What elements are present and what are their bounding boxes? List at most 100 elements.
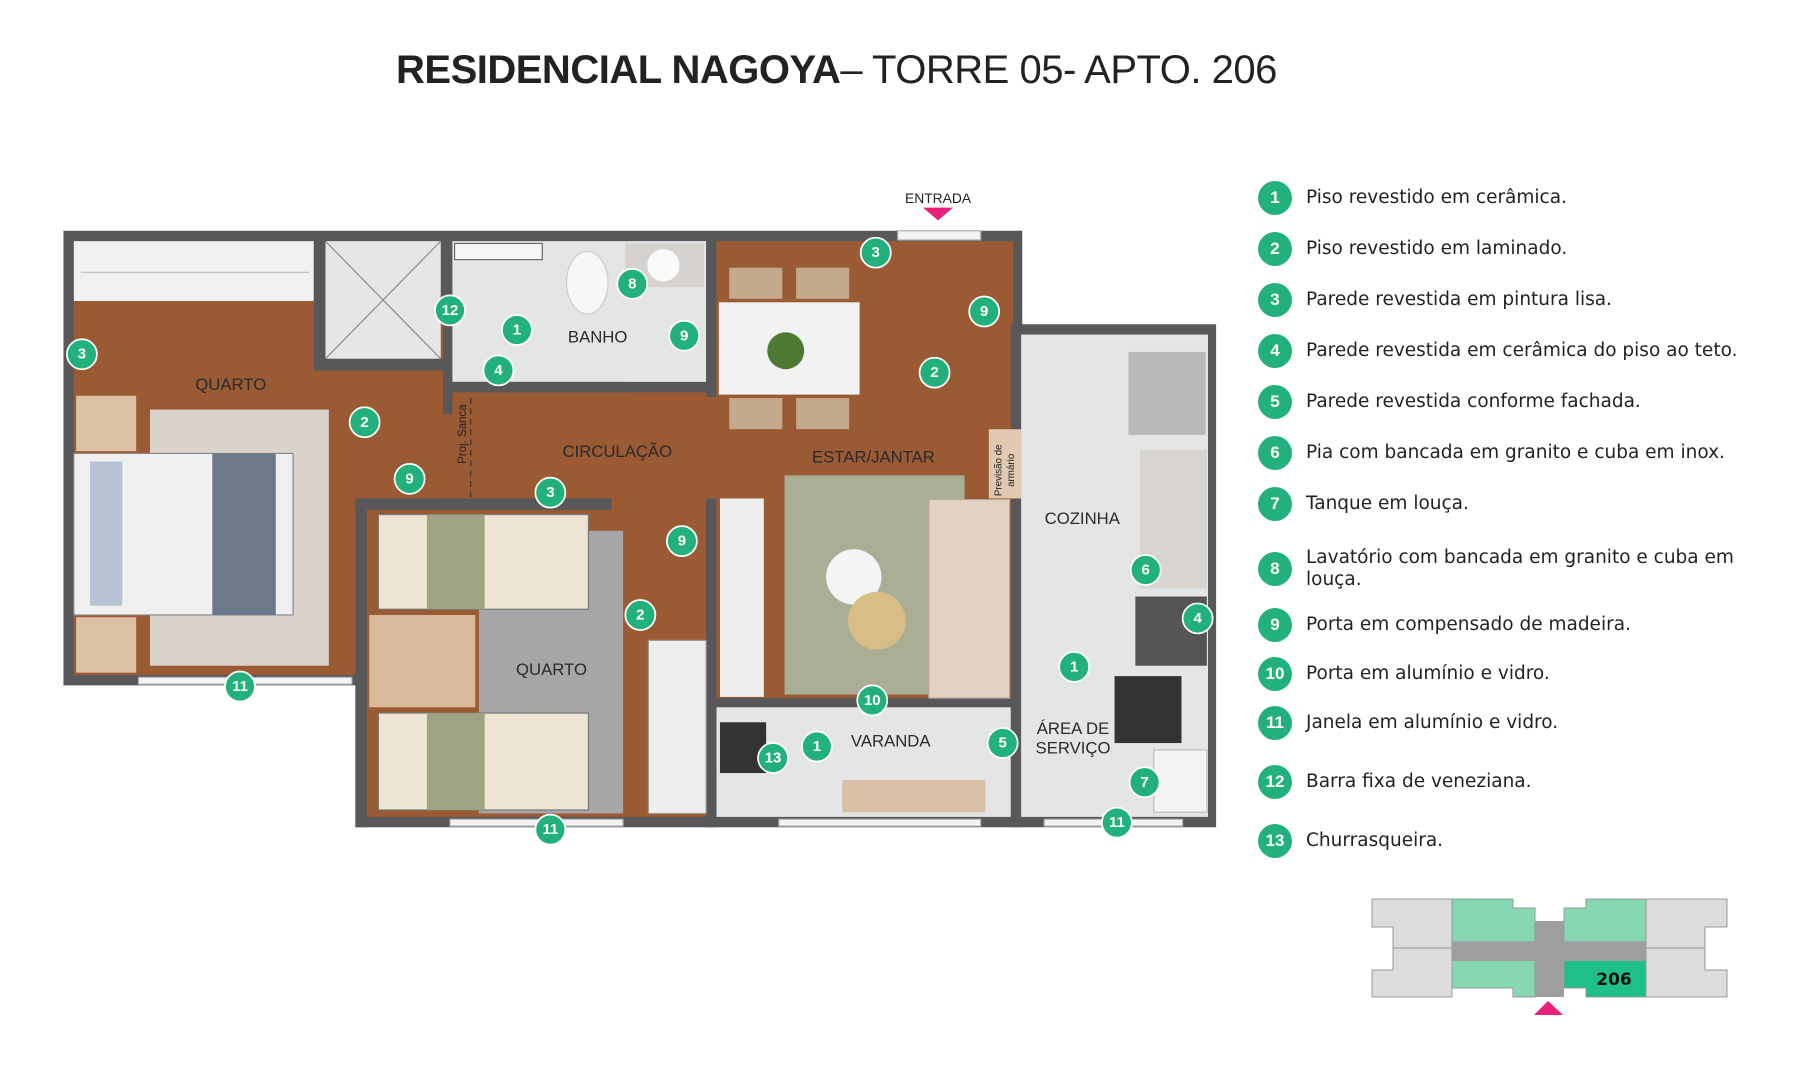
- marker-circle: [534, 476, 567, 509]
- marker-circle: [1129, 554, 1162, 586]
- tank: [1153, 749, 1208, 813]
- wardrobe: [647, 639, 707, 815]
- marker-circle: [986, 727, 1019, 759]
- legend-badge: 10: [1258, 657, 1292, 691]
- marker-number: 11: [232, 678, 248, 695]
- legend-text: Porta em alumínio e vidro.: [1306, 663, 1550, 684]
- marker-number: 8: [628, 275, 636, 292]
- legend-item: 10 Porta em alumínio e vidro.: [1258, 657, 1738, 691]
- marker-5: 5: [986, 727, 1019, 759]
- marker-number: 1: [1070, 658, 1078, 675]
- marker-1: 1: [501, 314, 533, 346]
- legend-item: 11 Janela em alumínio e vidro.: [1258, 706, 1738, 740]
- legend-text: Piso revestido em cerâmica.: [1306, 187, 1567, 208]
- marker-circle: [666, 525, 698, 557]
- marker-11: 11: [224, 670, 256, 703]
- legend-badge: 11: [1258, 706, 1292, 740]
- label-previsao-1: Previsão de: [993, 444, 1004, 496]
- legend-text: Lavatório com bancada em granito e cuba …: [1306, 547, 1734, 590]
- toilet: [565, 250, 609, 315]
- marker-number: 2: [360, 414, 368, 431]
- legend-badge: 5: [1258, 385, 1292, 419]
- legend-badge: 12: [1258, 765, 1292, 799]
- marker-9: 9: [393, 462, 426, 495]
- title-rest: – TORRE 05- APTO. 206: [840, 48, 1277, 92]
- marker-number: 1: [813, 738, 821, 755]
- marker-number: 4: [494, 362, 503, 379]
- desk: [369, 614, 476, 708]
- marker-circle: [224, 670, 256, 703]
- legend-badge: 1: [1258, 181, 1292, 215]
- legend-badge: 2: [1258, 232, 1292, 266]
- nightstand: [76, 395, 137, 452]
- marker-circle: [918, 356, 951, 389]
- marker-circle: [801, 730, 833, 763]
- legend-item: 1 Piso revestido em cerâmica.: [1258, 181, 1738, 215]
- marker-number: 3: [78, 346, 86, 363]
- washing-machine: [1114, 676, 1182, 744]
- marker-circle: [348, 406, 381, 439]
- marker-9: 9: [968, 295, 1001, 328]
- unit-top-left: [1451, 898, 1536, 943]
- closet: [73, 241, 314, 302]
- legend-text: Piso revestido em laminado.: [1306, 238, 1568, 259]
- marker-circle: [434, 294, 466, 327]
- room-label-circulacao: CIRCULAÇÃO: [562, 442, 672, 461]
- marker-circle: [1128, 766, 1161, 799]
- marker-9: 9: [666, 525, 698, 557]
- sofa: [928, 499, 1011, 699]
- marker-2: 2: [624, 599, 657, 631]
- marker-12: 12: [434, 294, 466, 327]
- marker-circle: [859, 236, 892, 269]
- legend-text: Porta em compensado de madeira.: [1306, 614, 1631, 635]
- title-bold: RESIDENCIAL NAGOYA: [396, 48, 841, 92]
- unit-bottom-left: [1451, 954, 1536, 998]
- marker-9: 9: [668, 319, 701, 352]
- cabinet-armario: [988, 429, 1022, 499]
- marker-number: 2: [636, 606, 644, 623]
- entrance-arrow-icon: [1534, 1001, 1563, 1015]
- circulacao-floor: [443, 392, 720, 499]
- marker-number: 11: [542, 821, 558, 838]
- legend-badge: 4: [1258, 334, 1292, 368]
- label-previsao-2: armário: [1006, 453, 1017, 487]
- marker-11: 11: [534, 813, 567, 846]
- legend-text: Parede revestida conforme fachada.: [1306, 391, 1641, 412]
- room-label-cozinha: COZINHA: [1045, 509, 1121, 528]
- marker-2: 2: [918, 356, 951, 389]
- room-label-area-servico-2: SERVIÇO: [1036, 738, 1111, 757]
- marker-number: 9: [680, 327, 688, 344]
- marker-2: 2: [348, 406, 381, 439]
- marker-number: 10: [864, 692, 881, 709]
- marker-circle: [393, 462, 426, 495]
- marker-circle: [616, 267, 649, 300]
- marker-number: 11: [1109, 814, 1125, 831]
- marker-4: 4: [482, 354, 515, 387]
- legend-badge: 9: [1258, 608, 1292, 642]
- shower-box: [454, 242, 543, 261]
- marker-circle: [501, 314, 533, 346]
- legend-item: 5 Parede revestida conforme fachada.: [1258, 385, 1738, 419]
- unit-top-right: [1563, 898, 1647, 943]
- marker-1: 1: [1058, 651, 1091, 683]
- marker-circle: [482, 354, 515, 387]
- marker-8: 8: [616, 267, 649, 300]
- marker-circle: [856, 684, 889, 717]
- legend-text: Tanque em louça.: [1306, 493, 1469, 514]
- legend-text: Janela em alumínio e vidro.: [1306, 712, 1559, 733]
- building-key-plan: 206: [1371, 898, 1728, 1015]
- legend-text: Pia com bancada em granito e cuba em ino…: [1306, 442, 1725, 463]
- marker-number: 12: [442, 302, 459, 319]
- corridor: [1452, 921, 1646, 997]
- legend-text: Churrasqueira.: [1306, 830, 1444, 851]
- marker-circle: [757, 742, 789, 774]
- marker-number: 9: [980, 303, 988, 320]
- marker-number: 1: [513, 321, 521, 338]
- marker-3: 3: [534, 476, 567, 509]
- barbecue: [719, 722, 767, 774]
- marker-number: 3: [546, 484, 554, 501]
